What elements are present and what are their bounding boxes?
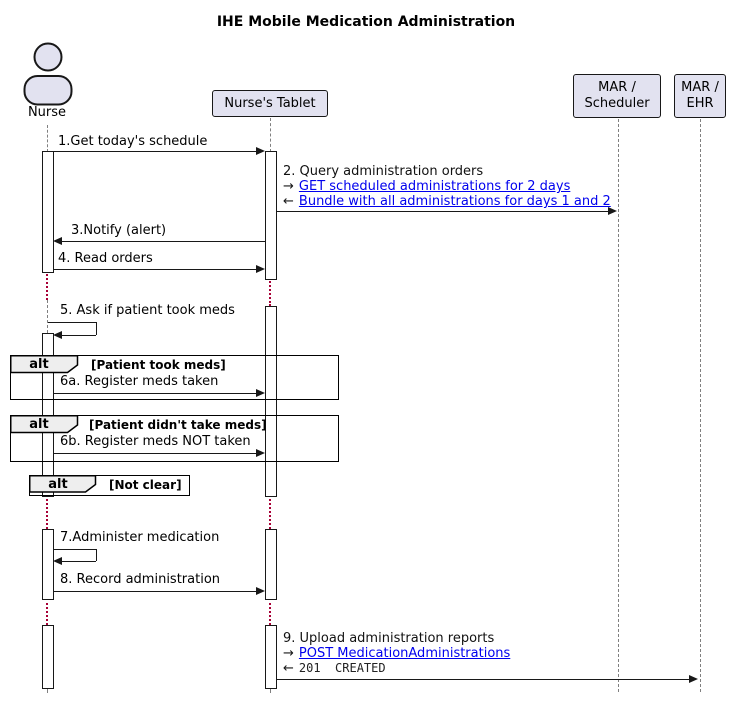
message-3-line — [62, 241, 265, 242]
nurse-activation — [42, 151, 54, 273]
alt-condition: [Patient didn't take meds] — [89, 418, 267, 432]
tablet-activation — [265, 306, 277, 497]
tablet-activation — [265, 151, 277, 280]
delay-dots — [46, 271, 48, 300]
message-6a-line — [53, 393, 257, 394]
message-6b-line — [53, 453, 257, 454]
scheduler-lifeline — [617, 119, 619, 692]
tablet-lifeline — [269, 687, 271, 693]
delay-dots — [269, 495, 271, 529]
tablet-lifeline — [269, 118, 271, 152]
message-4-label: 4. Read orders — [58, 251, 153, 266]
message-9-title: 9. Upload administration reports — [283, 631, 495, 646]
alt-pentagon — [9, 354, 78, 373]
message-2-arrowhead — [608, 207, 617, 215]
message-8-label: 8. Record administration — [60, 572, 221, 587]
alt-operator: alt — [29, 417, 49, 432]
nurse-lifeline — [46, 300, 48, 333]
message-7-arrowhead — [53, 557, 62, 565]
nurse-activation — [42, 625, 54, 689]
alt-pentagon — [9, 414, 78, 433]
delay-dots — [269, 598, 271, 625]
request-arrow-icon: → — [283, 646, 294, 661]
tablet-activation — [265, 529, 277, 600]
message-2-response-link[interactable]: Bundle with all administrations for days… — [298, 194, 611, 209]
ehr-lifeline — [699, 119, 701, 692]
participant-scheduler-line2: Scheduler — [584, 96, 650, 111]
response-arrow-icon: ← — [283, 194, 294, 209]
delay-dots — [269, 278, 271, 306]
message-8-line — [53, 591, 257, 592]
message-2-title: 2. Query administration orders — [283, 164, 484, 179]
message-2-line — [277, 211, 609, 212]
delay-dots — [46, 495, 48, 529]
response-arrow-icon: ← — [283, 661, 294, 676]
participant-ehr-line2: EHR — [686, 96, 714, 111]
diagram-title: IHE Mobile Medication Administration — [216, 14, 516, 30]
message-9-label: 9. Upload administration reports → POST M… — [283, 631, 510, 676]
participant-scheduler-line1: MAR / — [598, 80, 636, 95]
alt-fragment-not-clear: alt [Not clear] — [28, 474, 190, 496]
message-5-arrowhead — [53, 331, 62, 339]
message-4-line — [53, 269, 257, 270]
nurse-lifeline — [46, 125, 48, 152]
tablet-activation — [265, 625, 277, 689]
message-6a-arrowhead — [256, 389, 265, 397]
alt-condition: [Not clear] — [109, 478, 182, 492]
participant-ehr: MAR / EHR — [674, 74, 726, 118]
message-4-arrowhead — [256, 265, 265, 273]
message-3-label: 3.Notify (alert) — [71, 223, 167, 238]
message-1-line — [53, 151, 257, 152]
message-6b-label: 6b. Register meds NOT taken — [60, 434, 251, 449]
participant-ehr-line1: MAR / — [681, 80, 719, 95]
message-7-line — [96, 549, 97, 561]
alt-fragment-didnt-take-meds: alt [Patient didn't take meds] — [9, 414, 339, 462]
alt-fragment-took-meds: alt [Patient took meds] — [9, 354, 339, 400]
message-8-arrowhead — [256, 587, 265, 595]
message-5-line — [48, 322, 96, 323]
message-9-line — [277, 679, 690, 680]
participant-scheduler: MAR / Scheduler — [573, 74, 661, 118]
message-5-label: 5. Ask if patient took meds — [60, 303, 235, 318]
message-5-line — [62, 335, 96, 336]
message-6a-label: 6a. Register meds taken — [60, 374, 219, 389]
message-9-arrowhead — [689, 675, 698, 683]
nurse-actor-label: Nurse — [27, 105, 67, 120]
message-1-arrowhead — [256, 147, 265, 155]
alt-pentagon — [28, 474, 96, 493]
message-7-line — [53, 549, 96, 550]
message-9-request-link[interactable]: POST MedicationAdministrations — [298, 646, 511, 661]
message-3-arrowhead — [53, 237, 62, 245]
nurse-lifeline — [46, 687, 48, 693]
alt-condition: [Patient took meds] — [91, 358, 226, 372]
alt-operator: alt — [48, 477, 68, 492]
request-arrow-icon: → — [283, 179, 294, 194]
alt-operator: alt — [29, 357, 49, 372]
message-6b-arrowhead — [256, 449, 265, 457]
message-2-request-link[interactable]: GET scheduled administrations for 2 days — [298, 179, 571, 194]
message-5-line — [96, 322, 97, 335]
message-9-status-code: 201 CREATED — [298, 661, 386, 675]
message-2-label: 2. Query administration orders → GET sche… — [283, 164, 611, 209]
message-1-label: 1.Get today's schedule — [58, 134, 208, 149]
delay-dots — [46, 598, 48, 625]
message-7-line — [62, 561, 96, 562]
participant-tablet-label: Nurse's Tablet — [224, 95, 316, 111]
nurse-actor-icon — [23, 42, 73, 106]
participant-tablet: Nurse's Tablet — [212, 90, 328, 117]
message-7-label: 7.Administer medication — [60, 530, 220, 545]
